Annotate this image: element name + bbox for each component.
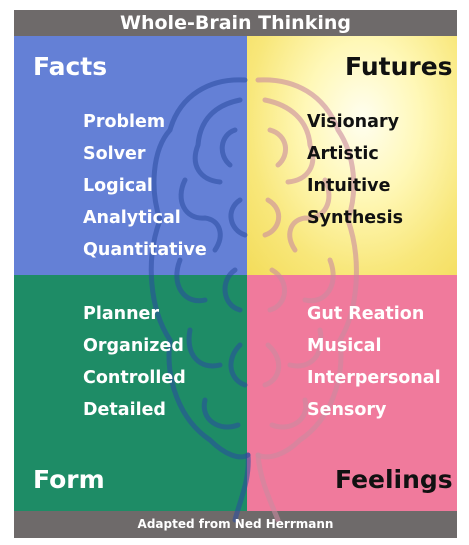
facts-heading: Facts (33, 52, 108, 81)
list-item: Solver (83, 144, 146, 164)
list-item: Intuitive (307, 176, 391, 196)
futures-heading: Futures (345, 52, 453, 81)
list-item: Sensory (307, 400, 387, 420)
right-hemisphere (255, 77, 359, 523)
list-item: Planner (83, 304, 160, 324)
form-heading: Form (33, 465, 105, 494)
attribution-footer: Adapted from Ned Herrmann (137, 517, 334, 531)
left-hemisphere (148, 77, 251, 523)
form-quadrant (14, 275, 247, 511)
list-item: Organized (83, 336, 184, 356)
list-item: Synthesis (307, 208, 403, 228)
list-item: Interpersonal (307, 368, 441, 388)
diagram-title: Whole-Brain Thinking (120, 12, 351, 34)
feelings-list: Gut Reation Musical Interpersonal Sensor… (307, 298, 441, 426)
list-item: Problem (83, 112, 166, 132)
list-item: Artistic (307, 144, 379, 164)
list-item: Musical (307, 336, 382, 356)
list-item: Logical (83, 176, 153, 196)
list-item: Gut Reation (307, 304, 425, 324)
list-item: Visionary (307, 112, 399, 132)
form-list: Planner Organized Controlled Detailed (83, 298, 186, 426)
facts-quadrant (14, 36, 247, 275)
feelings-heading: Feelings (335, 465, 453, 494)
futures-list: Visionary Artistic Intuitive Synthesis (307, 106, 403, 234)
facts-list: Problem Solver Logical Analytical Quanti… (83, 106, 207, 266)
list-item: Controlled (83, 368, 186, 388)
list-item: Quantitative (83, 240, 207, 260)
list-item: Detailed (83, 400, 166, 420)
list-item: Analytical (83, 208, 181, 228)
brain-illustration (148, 77, 359, 523)
